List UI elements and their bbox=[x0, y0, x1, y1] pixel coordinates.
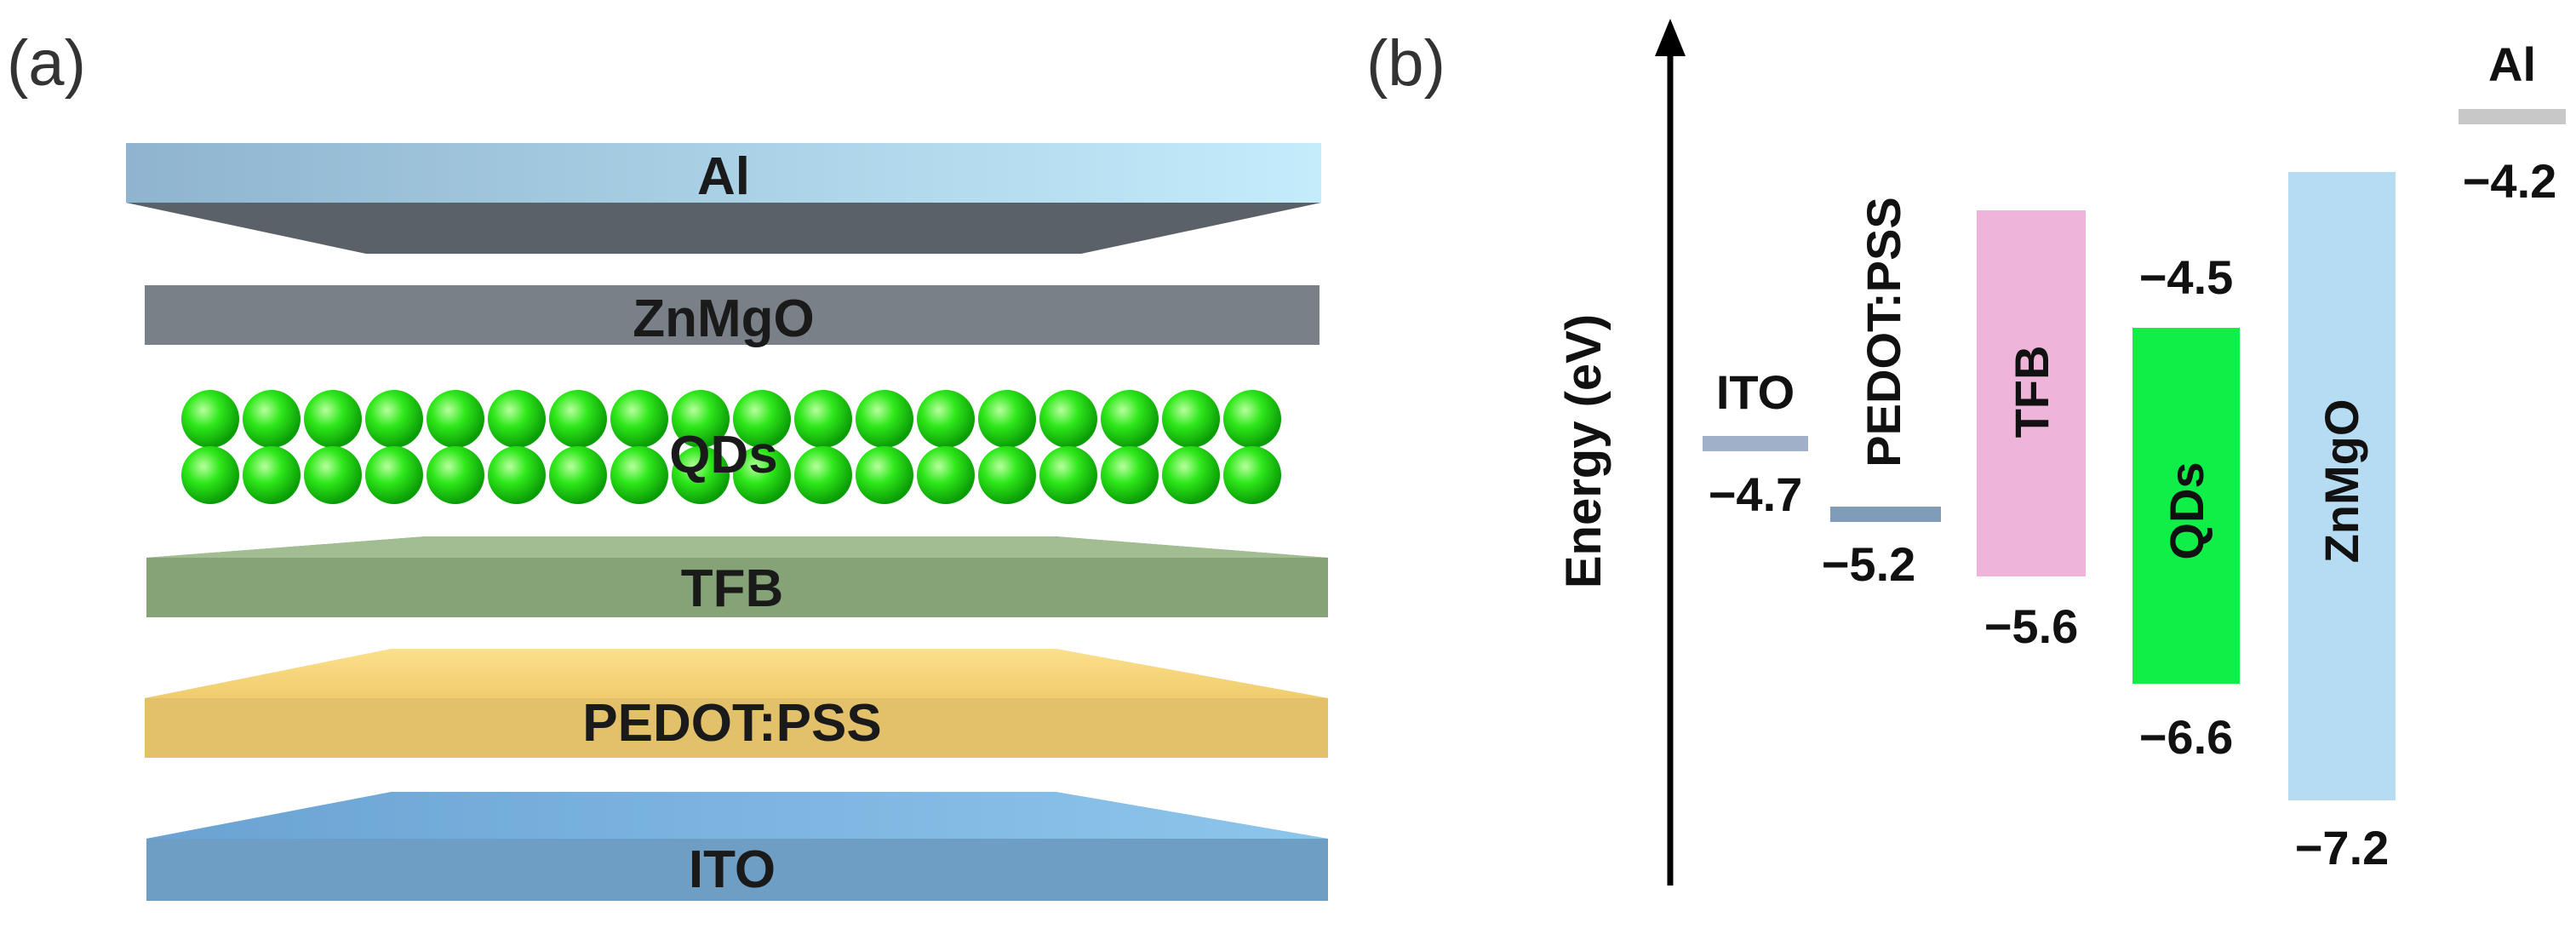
quantum-dot bbox=[1223, 446, 1281, 504]
level-al-value: −4.2 bbox=[2463, 154, 2557, 208]
panel-a: (a) Al ZnMgO QDs TFB PEDOT:PSS bbox=[7, 27, 1328, 901]
band-qds-bar bbox=[2132, 328, 2240, 684]
band-tfb-bar bbox=[1977, 210, 2086, 576]
energy-axis-arrowhead bbox=[1655, 19, 1686, 56]
layer-tfb-top bbox=[146, 536, 1328, 558]
quantum-dot bbox=[856, 390, 913, 448]
panel-b-label: (b) bbox=[1366, 27, 1445, 100]
band-tfb-bottom-value: −5.6 bbox=[1984, 599, 2079, 653]
layer-znmgo-face bbox=[145, 285, 1319, 345]
quantum-dot bbox=[488, 390, 546, 448]
band-qds-name: QDs bbox=[2160, 461, 2213, 559]
band-qds: −4.5 QDs −6.6 bbox=[2132, 250, 2240, 764]
quantum-dot bbox=[733, 390, 791, 448]
level-pedot-line bbox=[1830, 507, 1941, 522]
quantum-dot bbox=[672, 390, 730, 448]
band-qds-bottom-value: −6.6 bbox=[2139, 710, 2234, 764]
layer-ito-top bbox=[146, 792, 1328, 839]
quantum-dot bbox=[488, 446, 546, 504]
layer-al: Al bbox=[126, 143, 1321, 254]
layer-ito-label: ITO bbox=[689, 840, 776, 899]
level-ito-name: ITO bbox=[1716, 365, 1795, 419]
quantum-dot bbox=[181, 446, 239, 504]
band-tfb: TFB −5.6 bbox=[1977, 210, 2086, 653]
panel-a-label: (a) bbox=[7, 27, 86, 100]
quantum-dot bbox=[1223, 390, 1281, 448]
band-tfb-name: TFB bbox=[2005, 346, 2058, 438]
layer-al-face bbox=[126, 143, 1321, 203]
quantum-dot bbox=[365, 446, 423, 504]
band-znmgo: ZnMgO −7.2 bbox=[2288, 172, 2396, 874]
quantum-dot bbox=[978, 390, 1036, 448]
quantum-dot bbox=[610, 446, 668, 504]
layer-tfb-label: TFB bbox=[681, 559, 784, 618]
level-ito-value: −4.7 bbox=[1709, 467, 1803, 521]
quantum-dot bbox=[181, 390, 239, 448]
band-qds-top-value: −4.5 bbox=[2139, 250, 2234, 304]
layer-tfb: TFB bbox=[146, 536, 1328, 618]
quantum-dot bbox=[426, 446, 484, 504]
layer-znmgo-label: ZnMgO bbox=[633, 289, 815, 348]
quantum-dot bbox=[549, 390, 607, 448]
level-pedot: PEDOT:PSS −5.2 bbox=[1822, 197, 1941, 591]
band-znmgo-name: ZnMgO bbox=[2315, 399, 2368, 564]
quantum-dot bbox=[1101, 390, 1159, 448]
quantum-dot bbox=[1039, 390, 1097, 448]
layer-ito: ITO bbox=[146, 792, 1328, 901]
energy-axis-label: Energy (eV) bbox=[1556, 314, 1611, 588]
quantum-dot bbox=[917, 446, 975, 504]
panel-b: (b) Energy (eV) ITO −4.7 PEDOT:PSS −5.2 … bbox=[1366, 19, 2566, 886]
quantum-dot bbox=[856, 446, 913, 504]
quantum-dot bbox=[917, 390, 975, 448]
quantum-dot bbox=[549, 446, 607, 504]
layer-pedot-top bbox=[145, 649, 1328, 698]
quantum-dot bbox=[794, 446, 852, 504]
level-ito-line bbox=[1703, 436, 1808, 451]
quantum-dot bbox=[1101, 446, 1159, 504]
level-ito: ITO −4.7 bbox=[1703, 365, 1808, 521]
quantum-dot bbox=[365, 390, 423, 448]
quantum-dot bbox=[1162, 446, 1220, 504]
layer-pedot-label: PEDOT:PSS bbox=[582, 694, 881, 753]
level-al-name: Al bbox=[2488, 37, 2536, 91]
band-znmgo-bottom-value: −7.2 bbox=[2295, 821, 2390, 874]
layer-qds: QDs bbox=[181, 390, 1281, 504]
quantum-dot bbox=[733, 446, 791, 504]
layer-qds-label: QDs bbox=[669, 426, 777, 484]
layer-znmgo: ZnMgO bbox=[145, 285, 1319, 348]
quantum-dot bbox=[304, 446, 362, 504]
energy-axis: Energy (eV) bbox=[1556, 19, 1686, 886]
quantum-dot bbox=[978, 446, 1036, 504]
layer-pedot: PEDOT:PSS bbox=[145, 649, 1328, 758]
quantum-dot bbox=[243, 446, 301, 504]
quantum-dot bbox=[794, 390, 852, 448]
quantum-dot bbox=[610, 390, 668, 448]
level-al-line bbox=[2459, 109, 2566, 124]
quantum-dot bbox=[1162, 390, 1220, 448]
level-pedot-value: −5.2 bbox=[1822, 537, 1916, 591]
quantum-dot-spheres bbox=[181, 390, 1281, 504]
quantum-dot bbox=[243, 390, 301, 448]
quantum-dot bbox=[426, 390, 484, 448]
band-znmgo-bar bbox=[2288, 172, 2396, 800]
layer-al-label: Al bbox=[697, 147, 750, 206]
quantum-dot bbox=[672, 446, 730, 504]
quantum-dot bbox=[304, 390, 362, 448]
level-al: Al −4.2 bbox=[2459, 37, 2566, 208]
quantum-dot bbox=[1039, 446, 1097, 504]
level-pedot-name: PEDOT:PSS bbox=[1857, 197, 1910, 467]
